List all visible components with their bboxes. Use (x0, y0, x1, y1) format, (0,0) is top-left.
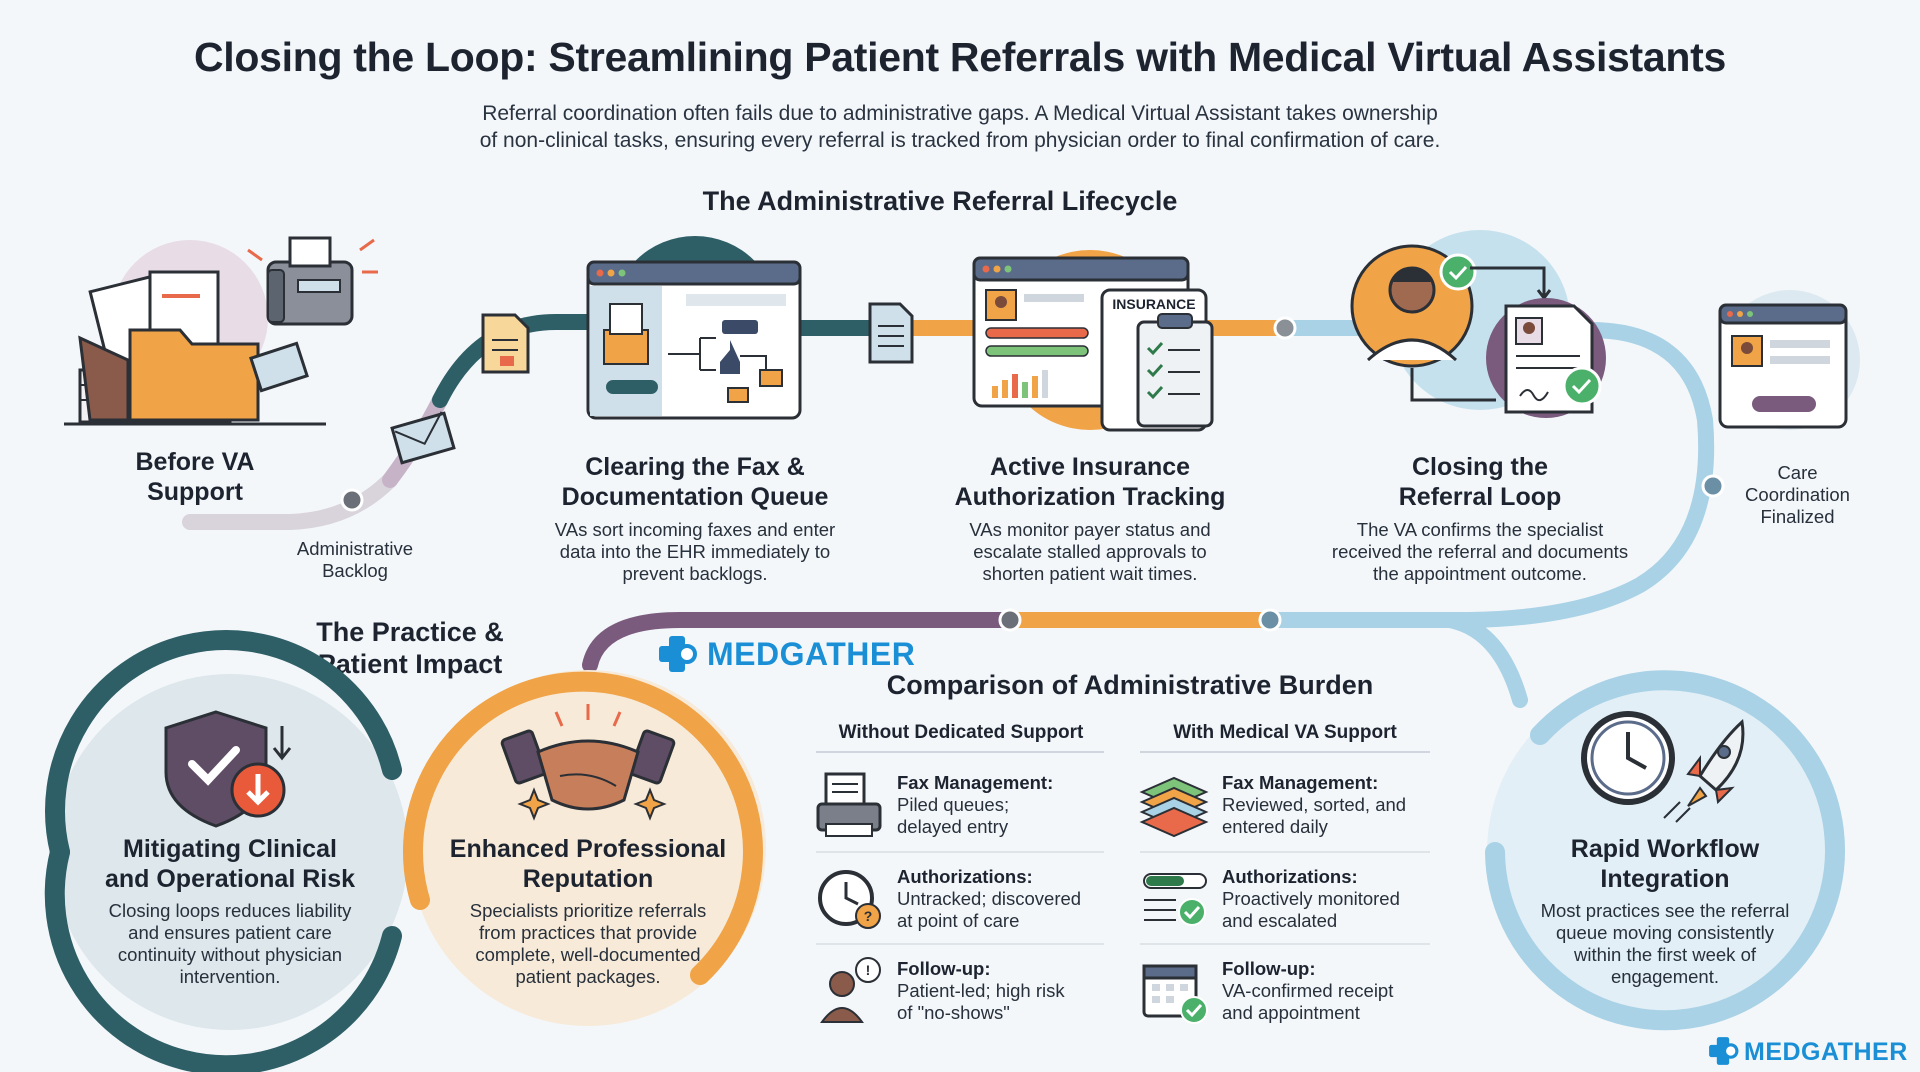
footer-cross-icon (1709, 1037, 1739, 1065)
step-2-title: Active Insurance Authorization Tracking (954, 453, 1226, 511)
row-auth-without: Authorizations: Untracked; discovered at… (897, 866, 1082, 931)
medgather-logo: MEDGATHER (655, 632, 915, 676)
comparison-heading: Comparison of Administrative Burden (886, 670, 1374, 700)
end-label: Care Coordination Finalized (1745, 462, 1850, 527)
step-3-desc: The VA confirms the specialist received … (1331, 519, 1629, 584)
footer-logo: MEDGATHER (1706, 1034, 1916, 1068)
insurance-badge: INSURANCE (1112, 296, 1196, 312)
page-subtitle: Referral coordination often fails due to… (479, 102, 1441, 152)
row-fax-with: Fax Management: Reviewed, sorted, and en… (1222, 772, 1407, 837)
integration-title: Rapid Workflow Integration (1570, 835, 1760, 893)
risk-desc: Closing loops reduces liability and ensu… (108, 900, 352, 987)
lifecycle-heading: The Administrative Referral Lifecycle (702, 186, 1178, 216)
row-followup-without: Follow-up: Patient-led; high risk of "no… (897, 958, 1065, 1023)
step-2-desc: VAs monitor payer status and escalate st… (969, 519, 1211, 584)
reputation-desc: Specialists prioritize referrals from pr… (469, 900, 707, 987)
svg-text:?: ? (864, 908, 873, 924)
reputation-title: Enhanced Professional Reputation (449, 835, 727, 893)
medical-cross-icon (659, 636, 697, 672)
page-title: Closing the Loop: Streamlining Patient R… (193, 34, 1727, 80)
row-followup-with: Follow-up: VA-confirmed receipt and appo… (1222, 958, 1394, 1023)
step-3-title: Closing the Referral Loop (1398, 453, 1562, 511)
start-title: Before VA Support (135, 448, 255, 506)
start-label: Administrative Backlog (296, 538, 414, 581)
integration-desc: Most practices see the referral queue mo… (1540, 900, 1790, 987)
row-auth-with: Authorizations: Proactively monitored an… (1222, 866, 1400, 931)
column-header-with: With Medical VA Support (1173, 722, 1397, 743)
column-header-without: Without Dedicated Support (838, 722, 1084, 743)
step-1-desc: VAs sort incoming faxes and enter data i… (554, 519, 836, 584)
row-fax-without: Fax Management: Piled queues; delayed en… (897, 772, 1054, 837)
svg-text:!: ! (866, 962, 871, 978)
step-1-title: Clearing the Fax & Documentation Queue (561, 453, 829, 511)
risk-title: Mitigating Clinical and Operational Risk (104, 835, 356, 893)
impact-heading: The Practice & Patient Impact (316, 617, 504, 679)
